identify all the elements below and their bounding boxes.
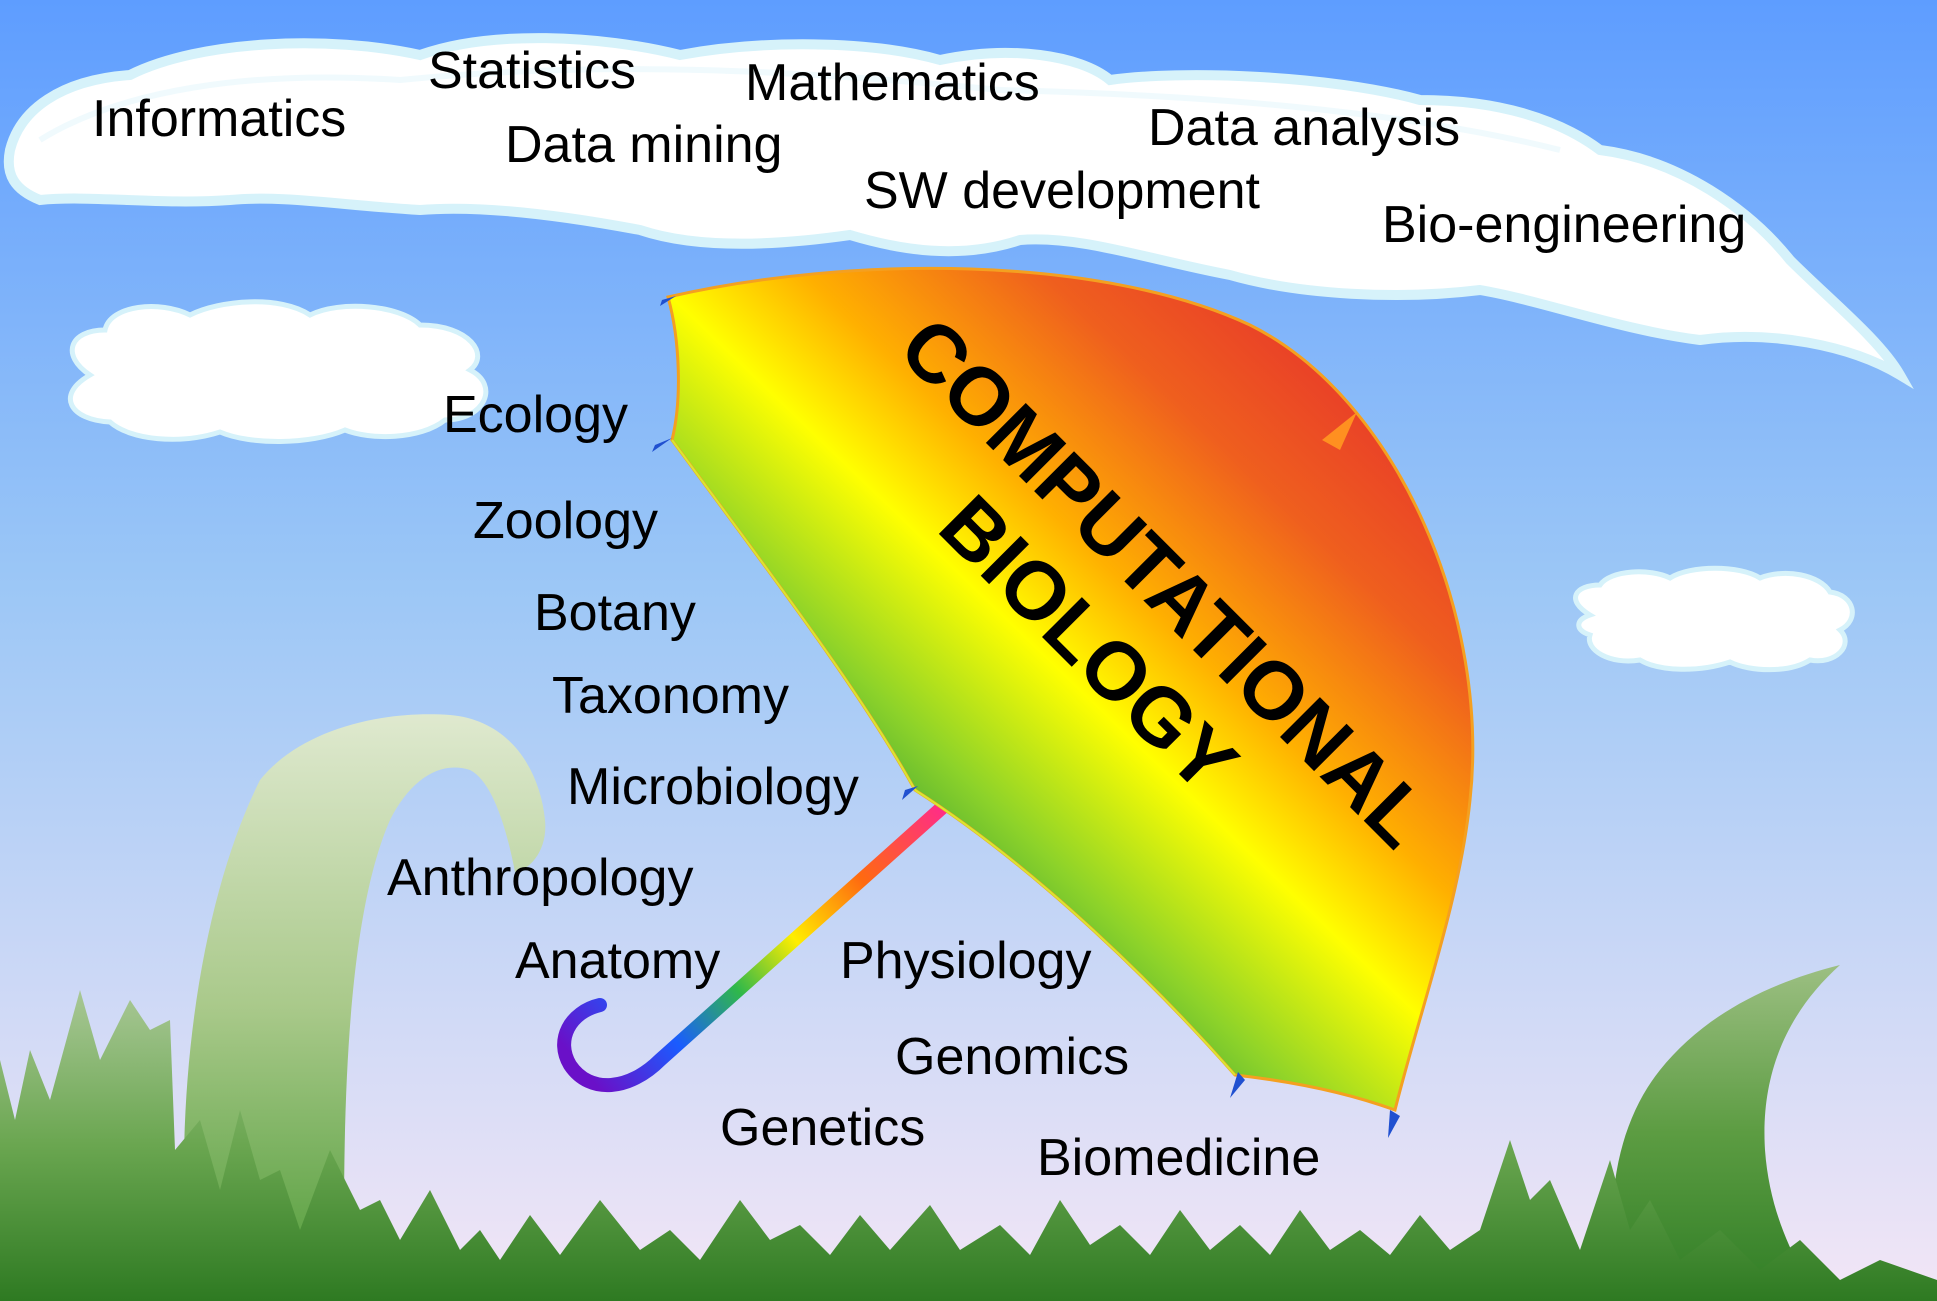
right-leaf	[1612, 965, 1840, 1301]
label-bio-engineering: Bio-engineering	[1382, 196, 1746, 254]
label-informatics: Informatics	[92, 90, 346, 148]
label-data-mining: Data mining	[505, 116, 782, 174]
label-statistics: Statistics	[428, 42, 636, 100]
label-physiology: Physiology	[840, 932, 1091, 990]
label-genetics: Genetics	[720, 1099, 925, 1157]
label-ecology: Ecology	[443, 386, 628, 444]
grass	[0, 990, 1937, 1301]
umbrella-handle	[557, 798, 952, 1093]
small-cloud-left	[67, 299, 489, 444]
small-cloud-right	[1573, 565, 1855, 673]
label-genomics: Genomics	[895, 1028, 1129, 1086]
left-leaf	[183, 714, 546, 1301]
cloud-highlight	[38, 66, 1561, 153]
label-anatomy: Anatomy	[515, 932, 720, 990]
umbrella-rib	[914, 789, 1236, 1076]
label-mathematics: Mathematics	[745, 54, 1040, 112]
umbrella-tip	[652, 296, 1400, 1138]
label-data-analysis: Data analysis	[1148, 99, 1460, 157]
label-botany: Botany	[534, 584, 696, 642]
label-zoology: Zoology	[473, 492, 658, 550]
label-biomedicine: Biomedicine	[1037, 1129, 1320, 1187]
label-taxonomy: Taxonomy	[552, 667, 789, 725]
label-sw-development: SW development	[864, 162, 1261, 220]
umbrella-rib	[671, 439, 916, 791]
label-anthropology: Anthropology	[387, 849, 693, 907]
label-microbiology: Microbiology	[567, 758, 859, 816]
